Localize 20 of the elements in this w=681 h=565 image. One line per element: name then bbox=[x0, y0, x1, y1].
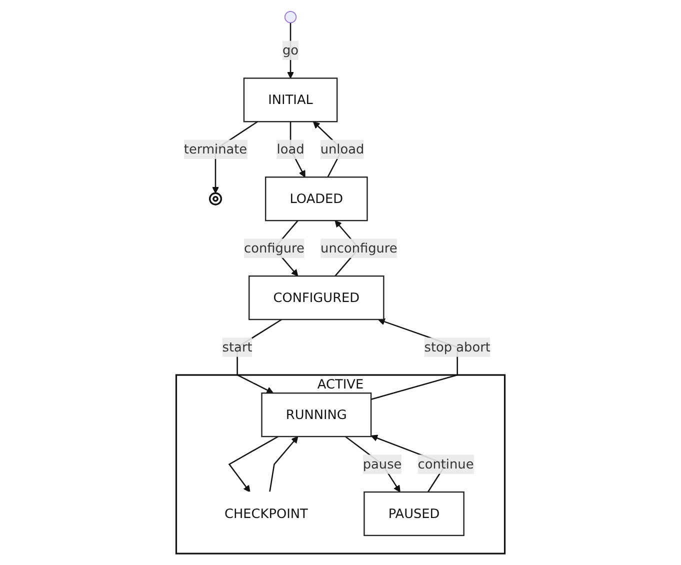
edge-label: unconfigure bbox=[320, 240, 398, 256]
edge-label: go bbox=[282, 42, 299, 58]
node-circle bbox=[284, 11, 297, 24]
arrow bbox=[269, 436, 298, 492]
node-box: PAUSED bbox=[364, 491, 464, 536]
edge-label: continue bbox=[418, 456, 474, 472]
edge-label: start bbox=[222, 339, 252, 354]
edge-label: configure bbox=[244, 240, 304, 256]
edge-label: stop abort bbox=[424, 339, 490, 354]
edge-label: load bbox=[276, 141, 304, 157]
arrow bbox=[228, 436, 278, 492]
edge-label: pause bbox=[362, 456, 402, 472]
node-box: RUNNING bbox=[261, 392, 372, 438]
node-box: INITIAL bbox=[243, 78, 338, 122]
node-text: CHECKPOINT bbox=[224, 506, 308, 521]
edge-label: terminate bbox=[184, 141, 248, 157]
edge-label: unload bbox=[320, 141, 364, 157]
arrow bbox=[287, 22, 294, 79]
node-box: LOADED bbox=[264, 176, 368, 222]
node-box: CONFIGURED bbox=[248, 275, 384, 320]
